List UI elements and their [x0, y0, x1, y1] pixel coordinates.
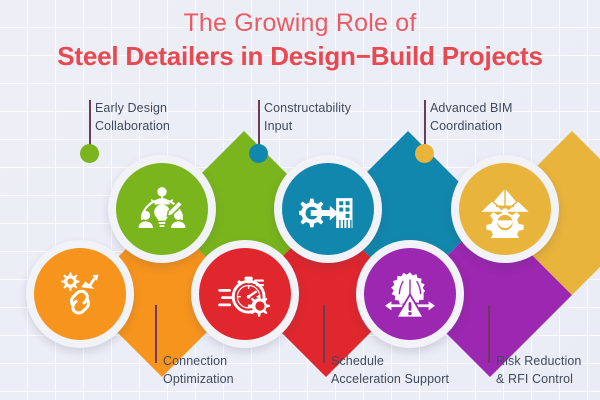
stem-schedule-acceleration-support [323, 295, 325, 363]
page-title-line-1: The Growing Role of [183, 9, 417, 37]
dot-risk-reduction-rfi-control [479, 286, 498, 305]
dot-connection-optimization [146, 286, 165, 305]
stem-constructability-input [258, 100, 260, 148]
dot-early-design-collaboration [80, 144, 99, 163]
stem-advanced-bim-coordination [424, 100, 426, 148]
shield-warning-triangle-icon [385, 272, 435, 319]
team-lightbulb-pencil-icon [138, 187, 186, 229]
gear-arrow-chain-link-icon [61, 272, 99, 315]
label-connection-optimization: Connection Optimization [163, 354, 234, 386]
label-constructability-input: Constructability Input [264, 101, 352, 133]
node-schedule-acceleration-support[interactable] [191, 240, 299, 348]
node-early-design-collaboration[interactable] [108, 155, 216, 263]
node-constructability-input[interactable] [274, 155, 382, 263]
stopwatch-gear-speed-icon [218, 276, 270, 317]
gear-arrow-building-icon [299, 198, 353, 229]
bim-structure-gear-icon [481, 188, 529, 238]
stem-connection-optimization [155, 295, 157, 363]
dot-constructability-input [249, 144, 268, 163]
label-schedule-acceleration-support: Schedule Acceleration Support [331, 354, 450, 386]
page-title-line-2: Steel Detailers in Design−Build Projects [57, 40, 543, 71]
label-advanced-bim-coordination: Advanced BIM Coordination [430, 101, 513, 133]
dot-advanced-bim-coordination [415, 144, 434, 163]
label-risk-reduction-rfi-control: Risk Reduction & RFI Control [496, 354, 582, 386]
node-connection-optimization[interactable] [26, 240, 134, 348]
dot-schedule-acceleration-support [314, 286, 333, 305]
node-risk-reduction-rfi-control[interactable] [356, 240, 464, 348]
node-advanced-bim-coordination[interactable] [451, 155, 559, 263]
title-block: The Growing Role of Steel Detailers in D… [0, 8, 600, 72]
stem-early-design-collaboration [89, 100, 91, 148]
label-early-design-collaboration: Early Design Collaboration [95, 101, 170, 133]
stem-risk-reduction-rfi-control [488, 295, 490, 363]
